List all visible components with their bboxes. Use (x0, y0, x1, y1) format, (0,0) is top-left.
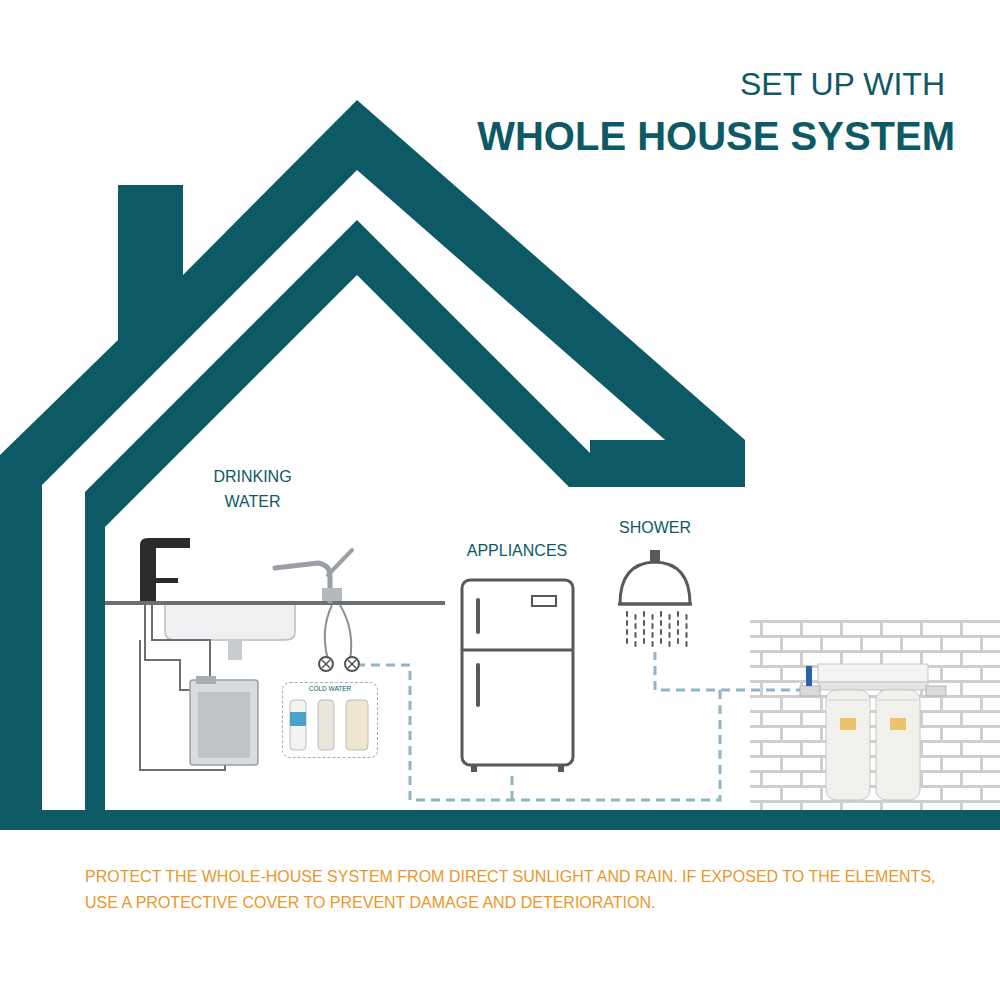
subtitle-text: SET UP WITH (740, 66, 945, 103)
faucet-base (322, 588, 342, 601)
water-drop (652, 624, 654, 628)
water-drop (626, 639, 628, 643)
water-drop (660, 612, 662, 616)
water-drop (652, 615, 654, 619)
filter-cartridge (318, 700, 334, 750)
under-sink-unit (190, 680, 258, 765)
sink-bowl (165, 605, 295, 640)
filter-cartridge (346, 700, 368, 750)
water-drop (652, 633, 654, 637)
water-drop (660, 621, 662, 625)
supply-pipe (360, 665, 720, 800)
node-label: APPLIANCES (452, 541, 582, 562)
water-drop (669, 633, 671, 637)
filter-band (290, 712, 306, 726)
water-drop (643, 612, 645, 616)
water-drop (635, 615, 637, 619)
node-label: DRINKING WATER (195, 465, 310, 515)
fixture-label: APPLIANCES (452, 541, 582, 562)
node-label: SHOWER (598, 518, 712, 539)
floor-band (0, 810, 1000, 830)
filter-group-box: COLD WATER (282, 682, 378, 758)
water-drop (643, 630, 645, 634)
roof-fill (590, 440, 745, 490)
outer-roof (0, 100, 745, 830)
water-drop (626, 621, 628, 625)
water-drops (627, 612, 687, 646)
fixture-label: SHOWER (598, 518, 712, 539)
water-drop (626, 630, 628, 634)
sink-drain (228, 640, 242, 660)
water-drop (652, 642, 654, 646)
countertop (105, 601, 445, 605)
supply-pipe (511, 776, 514, 800)
faucet-lever (328, 550, 352, 575)
water-drop (643, 639, 645, 643)
node-label: COLD WATER (283, 685, 377, 693)
water-drop (677, 621, 679, 625)
water-drop (686, 624, 688, 628)
water-drop (686, 642, 688, 646)
unit-panel (198, 692, 250, 758)
water-drop (677, 639, 679, 643)
faucet-hoses (325, 605, 351, 660)
water-drop (635, 633, 637, 637)
water-drop (677, 630, 679, 634)
water-drop (635, 642, 637, 646)
water-drop (669, 615, 671, 619)
interior (105, 275, 745, 810)
water-drop (660, 639, 662, 643)
water-drop (626, 612, 628, 616)
whole-house-filter (800, 664, 946, 800)
shower-icon (618, 550, 692, 604)
drinking-faucet (140, 538, 190, 601)
water-drop (643, 621, 645, 625)
title-text: WHOLE HOUSE SYSTEM (477, 114, 955, 159)
faucet-spout (150, 578, 178, 583)
brick-wall (750, 620, 1000, 810)
valve-handles (322, 660, 356, 668)
fridge-icon (462, 580, 573, 772)
caption-text: PROTECT THE WHOLE-HOUSE SYSTEM FROM DIRE… (85, 864, 945, 917)
supply-pipe (655, 652, 820, 690)
water-drop (686, 615, 688, 619)
water-drop (635, 624, 637, 628)
inner-roof (85, 220, 745, 830)
fixture-label: DRINKING WATERCOLD WATER (195, 465, 310, 515)
supply-pipes (360, 652, 820, 800)
unit-cap (196, 676, 216, 684)
water-drop (677, 612, 679, 616)
water-drop (686, 633, 688, 637)
water-drop (660, 630, 662, 634)
water-drop (669, 642, 671, 646)
water-drop (669, 624, 671, 628)
filter-cartridge (290, 700, 306, 750)
kitchen-faucet (275, 563, 330, 601)
